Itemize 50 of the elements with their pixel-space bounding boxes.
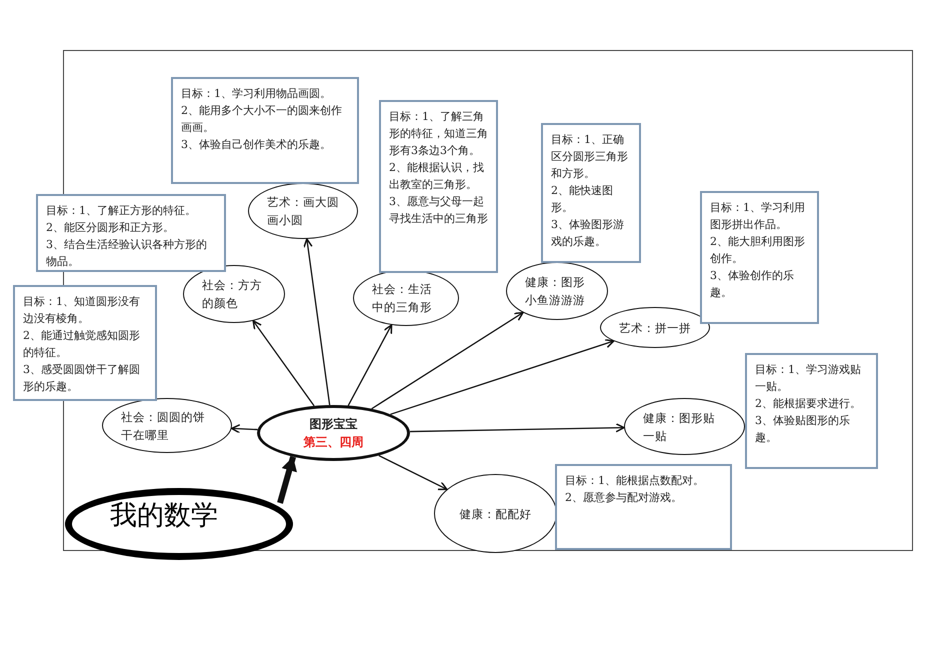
arrow (230, 424, 258, 434)
arrow (303, 238, 330, 406)
arrow (348, 324, 392, 406)
goal-text: 3、体验图形游戏的乐趣。 (551, 217, 625, 250)
goal-text: 目标：1、学习利用物品画圆。 (181, 86, 332, 102)
topic-label: 健康：图形小鱼游游游 (525, 274, 586, 309)
goal-text: 2、能根据认识，找出教室的三角形。 (389, 160, 485, 193)
goal-box (379, 100, 498, 273)
theme-title: 图形宝宝 (310, 416, 358, 433)
goal-box (13, 285, 157, 401)
topic-label: 健康：配配好 (460, 506, 532, 522)
topic-label: 社会：方方的颜色 (202, 277, 263, 312)
arrow (390, 339, 614, 415)
goal-text: 3、结合生活经验认识各种方形的物品。 (46, 237, 208, 270)
goal-text: 3、愿意与父母一起寻找生活中的三角形 (389, 194, 488, 227)
topic-label: 社会：圆圆的饼干在哪里 (121, 408, 206, 444)
goal-text: 目标：1、了解三角形的特征，知道三角形有3条边3个角。 (389, 109, 488, 159)
goal-text: 目标：1、知道圆形没有边没有棱角。 (23, 294, 141, 327)
arrow (410, 423, 625, 433)
goal-text: 2、能通过触觉感知圆形的特征。 (23, 328, 141, 361)
goal-text: 目标：1、了解正方形的特征。 (46, 203, 197, 219)
goal-text: 3、体验自己创作美术的乐趣。 (181, 137, 332, 153)
goal-text: 2、能快速图形。 (551, 183, 614, 216)
goal-text: 3、体验创作的乐趣。 (710, 268, 795, 301)
goal-text: 目标：1、能根据点数配对。 (565, 473, 705, 489)
goal-text: 目标：1、学习游戏贴一贴。 (755, 362, 862, 395)
goal-text: 目标：1、正确区分圆形三角形和方形。 (551, 132, 629, 182)
goal-text: 2、愿意参与配对游戏。 (565, 490, 683, 506)
goal-text: 2、能用多个大小不一的圆来创作画画。 (181, 103, 343, 136)
goal-box (36, 194, 226, 272)
arrow (252, 320, 315, 406)
topic-label: 社会：生活中的三角形 (372, 281, 433, 316)
topic-ellipse (600, 307, 710, 348)
goal-text: 2、能根据要求进行。 (755, 396, 862, 412)
arrow (378, 454, 448, 490)
topic-label: 艺术：画大圆画小圆 (267, 194, 339, 229)
goal-text: 3、体验贴图形的乐趣。 (755, 413, 851, 446)
topic-label: 艺术：拼一拼 (619, 320, 691, 336)
goal-text: 2、能区分圆形和正方形。 (46, 220, 175, 236)
subject-title: 我的数学 (110, 499, 218, 533)
goal-box (700, 191, 819, 324)
week-label: 第三、四周 (304, 434, 364, 451)
goal-box (541, 123, 641, 263)
goal-text: 3、感受圆圆饼干了解圆形的乐趣。 (23, 362, 141, 395)
goal-box (171, 77, 359, 184)
goal-text: 目标：1、学习利用图形拼出作品。 (710, 200, 806, 233)
goal-text: 2、能大胆利用图形创作。 (710, 234, 806, 267)
goal-box (555, 464, 732, 550)
topic-label: 健康：图形贴一贴 (643, 410, 716, 444)
goal-box (745, 353, 878, 469)
